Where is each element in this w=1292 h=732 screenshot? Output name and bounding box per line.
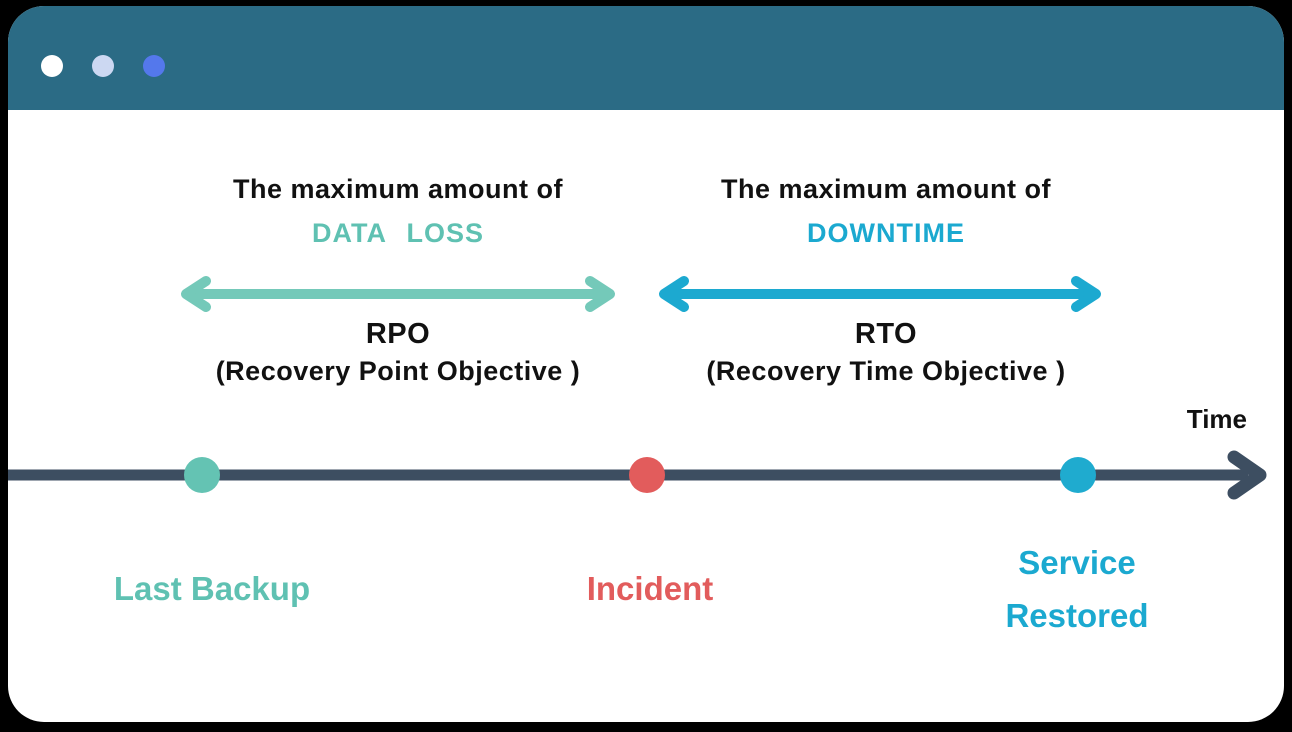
service-restored-label: Service Restored bbox=[1005, 544, 1149, 634]
timeline-arrowhead-icon bbox=[1227, 450, 1267, 500]
rpo-full-name: (Recovery Point Objective ) bbox=[215, 356, 581, 386]
rto-label: RTO (Recovery Time Objective ) bbox=[626, 316, 1146, 390]
rto-full-name: (Recovery Time Objective ) bbox=[706, 356, 1066, 386]
rto-keyword: DOWNTIME bbox=[807, 218, 965, 248]
window-titlebar bbox=[8, 6, 1284, 110]
rpo-heading: The maximum amount of DATA LOSS bbox=[138, 172, 658, 250]
rto-acronym: RTO bbox=[854, 318, 918, 350]
timeline-axis bbox=[8, 450, 1267, 500]
window-control-dot-3[interactable] bbox=[143, 55, 165, 77]
rpo-heading-line1: The maximum amount of bbox=[232, 174, 564, 204]
rto-span-arrow bbox=[659, 276, 1101, 312]
incident-label: Incident bbox=[586, 570, 714, 607]
time-axis-label: Time bbox=[1186, 404, 1247, 434]
browser-window: The maximum amount of DATA LOSS The maxi… bbox=[8, 6, 1284, 722]
rpo-label: RPO (Recovery Point Objective ) bbox=[138, 316, 658, 390]
service-restored-dot bbox=[1060, 457, 1096, 493]
diagram-canvas: The maximum amount of DATA LOSS The maxi… bbox=[8, 110, 1284, 722]
rto-heading-line1: The maximum amount of bbox=[720, 174, 1052, 204]
rto-heading: The maximum amount of DOWNTIME bbox=[626, 172, 1146, 250]
last-backup-label: Last Backup bbox=[113, 570, 311, 607]
incident-dot bbox=[629, 457, 665, 493]
rpo-span-arrow bbox=[181, 276, 615, 312]
rpo-acronym: RPO bbox=[365, 318, 431, 350]
last-backup-dot bbox=[184, 457, 220, 493]
window-control-dot-2[interactable] bbox=[92, 55, 114, 77]
window-control-dot-1[interactable] bbox=[41, 55, 63, 77]
rpo-keyword: DATA LOSS bbox=[312, 218, 484, 248]
